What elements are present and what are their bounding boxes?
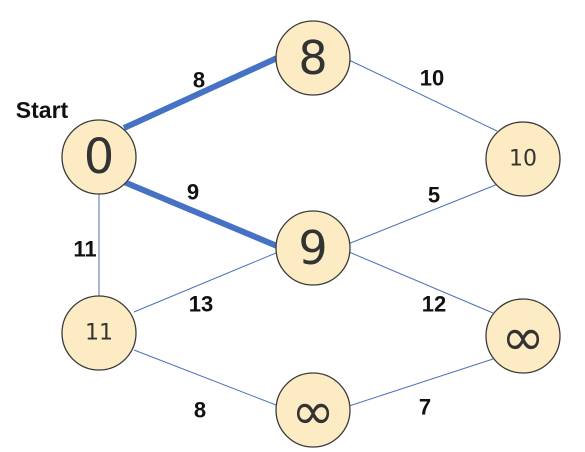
edge-weight-start-left-bottom: 11	[73, 237, 96, 262]
edge-weight-start-top: 8	[193, 68, 205, 93]
edge-weight-middle-right-bottom: 12	[422, 292, 446, 317]
node-left-bottom: 11	[61, 295, 137, 371]
node-middle-value: 9	[298, 221, 327, 275]
node-start-value: 0	[84, 129, 115, 185]
edge-layer	[98, 55, 499, 407]
node-top-value: 8	[298, 31, 327, 85]
edge-start-top	[122, 55, 279, 131]
node-right: 10	[485, 121, 561, 197]
node-top: 8	[275, 20, 351, 96]
node-bottom-value: ∞	[291, 382, 334, 442]
node-middle: 9	[275, 210, 351, 286]
node-bottom: ∞	[275, 372, 351, 448]
edge-weight-layer: 8 9 11 10 5 13 12 8 7	[73, 66, 446, 423]
edge-middle-left-bottom	[133, 252, 277, 313]
edge-top-right	[348, 59, 498, 132]
edge-middle-right	[347, 183, 499, 245]
edge-middle-right-bottom	[348, 251, 494, 314]
edge-weight-top-right: 10	[420, 66, 444, 91]
node-layer: 0 8 9 10 11 ∞ ∞	[61, 20, 561, 448]
edge-bottom-right-bottom	[348, 358, 494, 407]
edge-weight-bottom-right-bottom: 7	[419, 395, 431, 420]
edge-start-middle	[122, 179, 279, 249]
edge-weight-middle-left-bottom: 13	[189, 292, 213, 317]
edge-left-bottom-bottom	[133, 349, 277, 406]
node-right-bottom: ∞	[485, 298, 561, 374]
start-label: Start	[16, 97, 69, 123]
edge-weight-start-middle: 9	[187, 180, 199, 205]
node-start: 0	[61, 119, 137, 195]
edge-weight-middle-right: 5	[428, 183, 440, 208]
edge-weight-left-bottom-bottom: 8	[194, 398, 206, 423]
node-right-value: 10	[509, 147, 537, 172]
node-right-bottom-value: ∞	[501, 308, 544, 368]
node-left-bottom-value: 11	[85, 321, 113, 346]
